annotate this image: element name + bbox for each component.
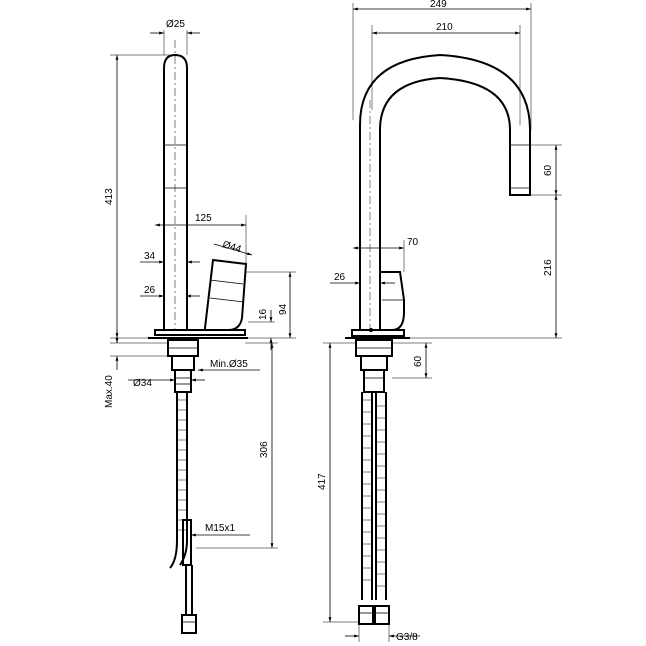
left-hose-fitting [181, 614, 197, 634]
dim-60-outlet: 60 [543, 164, 554, 176]
dim-reach-125: 125 [195, 213, 212, 224]
right-front-view: 249 210 60 216 70 26 60 417 [317, 0, 562, 643]
right-fitting-left [358, 605, 374, 625]
dim-26: 26 [144, 285, 156, 296]
left-side-view: Ø25 413 125 Ø44 34 26 94 16 [104, 19, 296, 634]
dim-max-40: Max.40 [104, 375, 115, 408]
right-fitting-right [374, 605, 390, 625]
dim-thread-g38: G3/8 [396, 632, 418, 643]
dim-min-hole-35: Min.Ø35 [210, 359, 248, 370]
dim-16: 16 [258, 308, 269, 320]
dim-shank-diameter-34: Ø34 [133, 378, 152, 389]
left-lever-handle [204, 258, 248, 331]
left-flex-hose [169, 392, 178, 569]
dim-thread-m15x1: M15x1 [205, 523, 235, 534]
dim-height-413: 413 [104, 188, 115, 205]
dim-diameter-25: Ø25 [166, 19, 185, 30]
left-spout-body [163, 53, 188, 330]
right-lever [380, 271, 405, 331]
dim-26-right: 26 [334, 272, 346, 283]
right-body [351, 329, 405, 337]
left-body [154, 329, 246, 336]
right-gooseneck-spout [359, 53, 531, 330]
dim-216: 216 [543, 259, 554, 276]
dim-handle-diameter-44: Ø44 [221, 239, 243, 255]
dim-94: 94 [278, 303, 289, 315]
dim-306: 306 [259, 441, 270, 458]
dim-34: 34 [144, 251, 156, 262]
dim-70: 70 [407, 237, 419, 248]
dim-417: 417 [317, 473, 328, 490]
dim-60-below: 60 [413, 355, 424, 367]
dim-249: 249 [430, 0, 447, 10]
dim-210: 210 [436, 22, 453, 33]
